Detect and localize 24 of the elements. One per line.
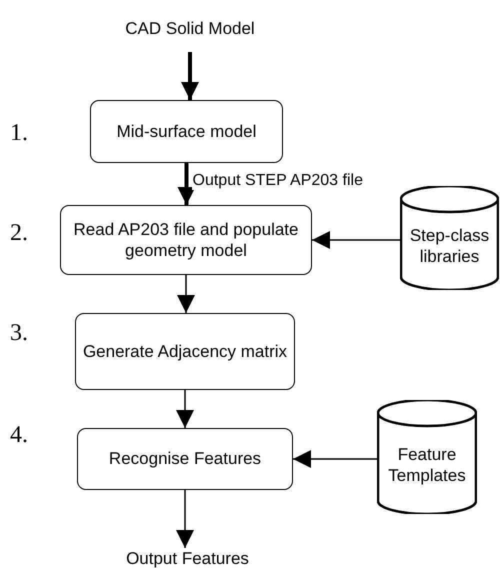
arrow <box>181 52 199 100</box>
arrow <box>177 275 195 313</box>
process-box <box>60 205 312 275</box>
step-number: 3. <box>10 320 28 347</box>
arrow <box>312 231 400 249</box>
node-label: Mid-surface model <box>116 120 256 142</box>
node-label: Feature Templates <box>387 444 467 486</box>
node-label: Step-class libraries <box>408 224 490 268</box>
step-number: 2. <box>10 220 28 247</box>
arrow <box>293 450 377 468</box>
node-label: Generate Adjacency matrix <box>82 340 288 362</box>
arrow <box>178 163 196 205</box>
process-box <box>75 313 295 390</box>
terminal-label: Output Features <box>126 548 249 570</box>
process-box <box>77 428 293 490</box>
edge-label: Output STEP AP203 file <box>192 172 364 190</box>
process-box <box>90 100 283 163</box>
step-number: 4. <box>10 422 28 449</box>
terminal-label: CAD Solid Model <box>125 18 255 40</box>
step-number: 1. <box>10 120 28 147</box>
arrow <box>176 390 194 428</box>
node-label: Read AP203 file and populate geometry model <box>72 218 300 262</box>
node-label: Recognise Features <box>108 448 262 470</box>
arrow <box>176 490 194 548</box>
